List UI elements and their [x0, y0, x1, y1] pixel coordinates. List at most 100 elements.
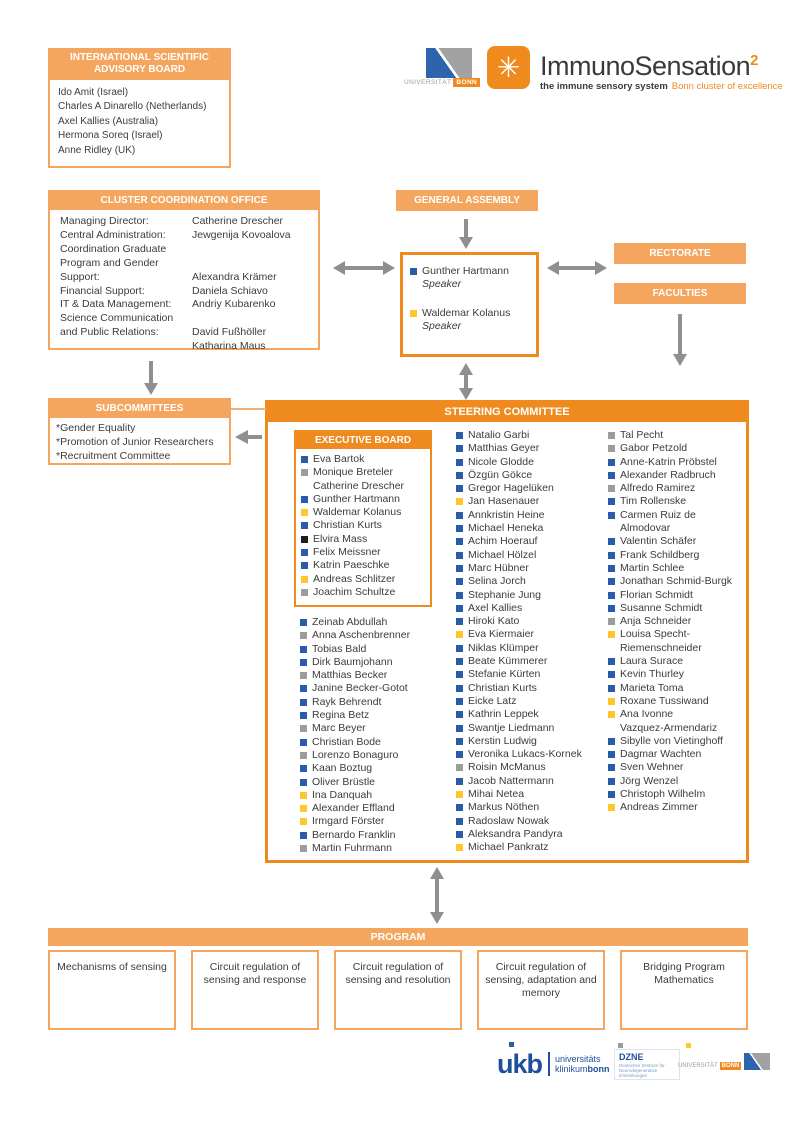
- member-row: Ina Danquah: [300, 789, 442, 802]
- member-name: Jonathan Schmid-Burgk: [620, 575, 733, 588]
- member-name: Florian Schmidt: [620, 588, 693, 601]
- member-row: Annkristin Heine: [456, 509, 608, 522]
- member-row: Monique Breteler: [301, 466, 427, 479]
- member-row: Dirk Baumjohann: [300, 656, 442, 669]
- member-row: Kaan Boztug: [300, 762, 442, 775]
- coordination-office-box: CLUSTER COORDINATION OFFICE Managing Dir…: [48, 190, 320, 352]
- affiliation-square-icon: [456, 791, 463, 799]
- affiliation-square-icon: [608, 485, 615, 493]
- member-name: Carmen Ruiz de Almodovar: [620, 508, 696, 535]
- member-row: Roxane Tussiwand: [608, 695, 746, 708]
- affiliation-square-icon: [456, 498, 463, 506]
- arrow-faculties-down: [673, 314, 687, 366]
- member-name: Zeinab Abdullah: [312, 616, 388, 628]
- ukb-text: universitäts klinikumbonn: [555, 1053, 610, 1075]
- member-row: Roisin McManus: [456, 761, 608, 774]
- steering-members-column-1: Zeinab Abdullah Anna Aschenbrenner Tobia…: [300, 616, 442, 855]
- member-row: Irmgard Förster: [300, 815, 442, 828]
- affiliation-square-icon: [300, 645, 307, 653]
- member-name: Dagmar Wachten: [620, 748, 702, 761]
- member-row: Marieta Toma: [608, 682, 746, 695]
- member-name: Dirk Baumjohann: [312, 655, 393, 668]
- affiliation-square-icon: [456, 697, 463, 705]
- member-name: Christian Kurts: [468, 681, 537, 694]
- speaker-name: Waldemar Kolanus: [422, 307, 511, 319]
- office-role-label: Coordination Graduate: [60, 242, 167, 255]
- affiliation-square-icon: [456, 658, 463, 666]
- member-name: Anja Schneider: [620, 615, 692, 628]
- member-name: Martin Fuhrmann: [312, 842, 392, 855]
- member-row: Martin Schlee: [608, 562, 746, 575]
- member-row: Janine Becker-Gotot: [300, 682, 442, 695]
- affiliation-square-icon: [456, 711, 463, 719]
- member-name: Susanne Schmidt: [620, 601, 703, 614]
- member-name: Özgün Gökce: [468, 468, 533, 481]
- affiliation-square-icon: [456, 591, 463, 599]
- member-row: Lorenzo Bonaguro: [300, 749, 442, 762]
- affiliation-square-icon: [456, 671, 463, 679]
- ukb-logo: ukb universitäts klinikumbonn: [497, 1050, 610, 1078]
- member-name: Anna Aschenbrenner: [312, 629, 411, 642]
- affiliation-square-icon: [456, 777, 463, 785]
- affiliation-square-icon: [608, 658, 615, 666]
- affiliation-square-icon: [300, 698, 307, 706]
- member-name: Christian Kurts: [313, 519, 382, 532]
- member-row: Natalio Garbi: [456, 429, 608, 442]
- program-header: PROGRAM: [48, 928, 748, 946]
- member-row: Dagmar Wachten: [608, 748, 746, 761]
- office-role-row: Central Administration: Jewgenija Kovoal…: [60, 229, 314, 243]
- affiliation-square-icon: [608, 791, 615, 799]
- office-role-row: Financial Support: Daniela Schiavo: [60, 285, 314, 299]
- member-row: Catherine Drescher: [301, 480, 427, 493]
- member-name: Veronika Lukacs-Kornek: [468, 748, 582, 761]
- dzne-logo: DZNE Deutsches Zentrum für Neurodegenera…: [614, 1049, 680, 1080]
- member-row: Ana Ivonne Vazquez-Armendariz: [608, 708, 746, 735]
- arrow-office-to-subcommittees: [144, 361, 158, 395]
- affiliation-square-icon: [456, 604, 463, 612]
- office-role-label: Science Communication: [60, 312, 174, 325]
- affiliation-square-icon: [300, 818, 307, 826]
- member-name: Tobias Bald: [312, 642, 367, 655]
- member-row: Matthias Geyer: [456, 442, 608, 455]
- member-row: Jonathan Schmid-Burgk: [608, 575, 746, 588]
- affiliation-square-icon: [456, 644, 463, 652]
- affiliation-square-icon: [608, 751, 615, 759]
- steering-committee-header: STEERING COMMITTEE: [268, 403, 746, 422]
- speaker-text: Waldemar Kolanus Speaker: [422, 307, 510, 333]
- affiliation-square-icon: [608, 511, 615, 519]
- affiliation-square-icon: [608, 711, 615, 719]
- member-name: Oliver Brüstle: [312, 775, 376, 788]
- member-row: Michael Hölzel: [456, 549, 608, 562]
- affiliation-square-icon: [300, 685, 307, 693]
- affiliation-square-icon: [456, 804, 463, 812]
- uni-bonn-bonn-text: BONN: [453, 78, 481, 87]
- affiliation-square-icon: [456, 525, 463, 533]
- member-name: Swantje Liedmann: [468, 721, 555, 734]
- executive-board-list: Eva Bartok Monique Breteler Catherine Dr…: [296, 449, 430, 605]
- affiliation-square-icon: [301, 575, 308, 583]
- affiliation-square-icon: [300, 805, 307, 813]
- immunosensation-logo: ✳ ImmunoSensation2 the immune sensory sy…: [487, 46, 783, 92]
- member-name: Gunther Hartmann: [313, 492, 400, 505]
- member-row: Florian Schmidt: [608, 589, 746, 602]
- advisory-board-box: INTERNATIONAL SCIENTIFIC ADVISORY BOARD …: [48, 48, 231, 168]
- office-person-name: Jewgenija Kovoalova: [192, 228, 291, 241]
- member-row: Jörg Wenzel: [608, 775, 746, 788]
- member-name: Kathrin Leppek: [468, 708, 539, 721]
- affiliation-square-icon: [300, 738, 307, 746]
- member-row: Eva Kiermaier: [456, 628, 608, 641]
- member-row: Anne-Katrin Pröbstel: [608, 456, 746, 469]
- affiliation-square-icon: [456, 445, 463, 453]
- member-row: Waldemar Kolanus: [301, 506, 427, 519]
- office-role-label: Managing Director:: [60, 215, 149, 227]
- affiliation-square-icon: [608, 737, 615, 745]
- affiliation-square-icon: [300, 845, 307, 853]
- member-name: Achim Hoerauf: [468, 535, 538, 548]
- uni-bonn-wordmark: UNIVERSITÄT BONN: [404, 78, 481, 87]
- advisory-board-member: Charles A Dinarello (Netherlands): [58, 101, 207, 113]
- member-row: Alfredo Ramirez: [608, 482, 746, 495]
- member-row: Hiroki Kato: [456, 615, 608, 628]
- rectorate-header: RECTORATE: [614, 243, 746, 264]
- member-row: Mihai Netea: [456, 788, 608, 801]
